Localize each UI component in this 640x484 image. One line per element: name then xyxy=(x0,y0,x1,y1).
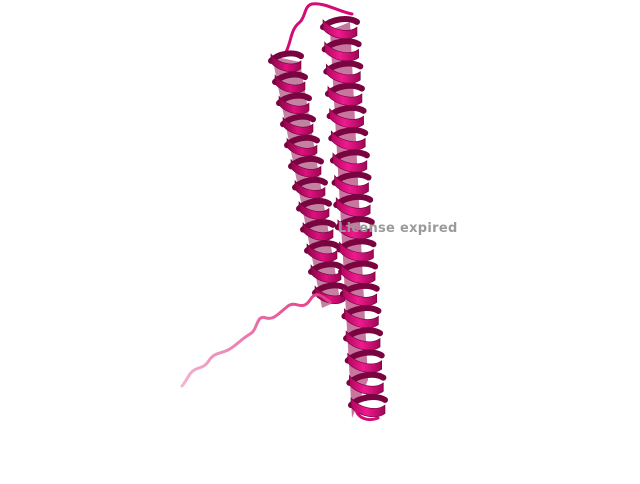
left-helix-turn xyxy=(294,179,326,199)
left-helix-turn xyxy=(306,243,338,262)
left-helix-turn xyxy=(270,53,302,72)
top-loop xyxy=(284,2,354,54)
right-helix-turn xyxy=(332,152,368,173)
right-helix-turn xyxy=(345,330,381,351)
right-helix-turn xyxy=(349,374,384,395)
coil-tail xyxy=(180,293,332,388)
left-helix-turn xyxy=(286,137,318,157)
left-helix-turn xyxy=(302,221,334,241)
right-helix-turn xyxy=(339,241,374,262)
right-helix-turn xyxy=(340,263,376,284)
left-helix-turn xyxy=(282,116,314,136)
right-helix-turn xyxy=(329,107,364,129)
right-helix-turn xyxy=(337,219,373,240)
right-helix-turn xyxy=(324,41,359,62)
left-helix xyxy=(268,50,348,304)
left-helix-turn xyxy=(310,264,342,283)
right-helix-turn xyxy=(342,285,378,306)
left-helix-turn xyxy=(278,95,310,115)
right-helix-turn xyxy=(334,174,369,195)
right-helix-turn xyxy=(344,308,379,329)
right-helix xyxy=(320,16,388,418)
left-helix-turn xyxy=(274,74,306,94)
left-helix-turn xyxy=(314,285,346,304)
right-helix-end xyxy=(354,408,380,422)
left-helix-turn xyxy=(298,200,330,220)
right-helix-turn xyxy=(327,85,363,106)
right-helix-turn xyxy=(325,63,361,84)
right-helix-turn xyxy=(347,352,383,373)
right-helix-turn xyxy=(330,130,366,151)
right-helix-turn xyxy=(322,18,358,40)
license-watermark: License expired xyxy=(338,221,458,236)
left-helix-turn xyxy=(290,158,322,178)
right-helix-turn xyxy=(335,196,371,217)
